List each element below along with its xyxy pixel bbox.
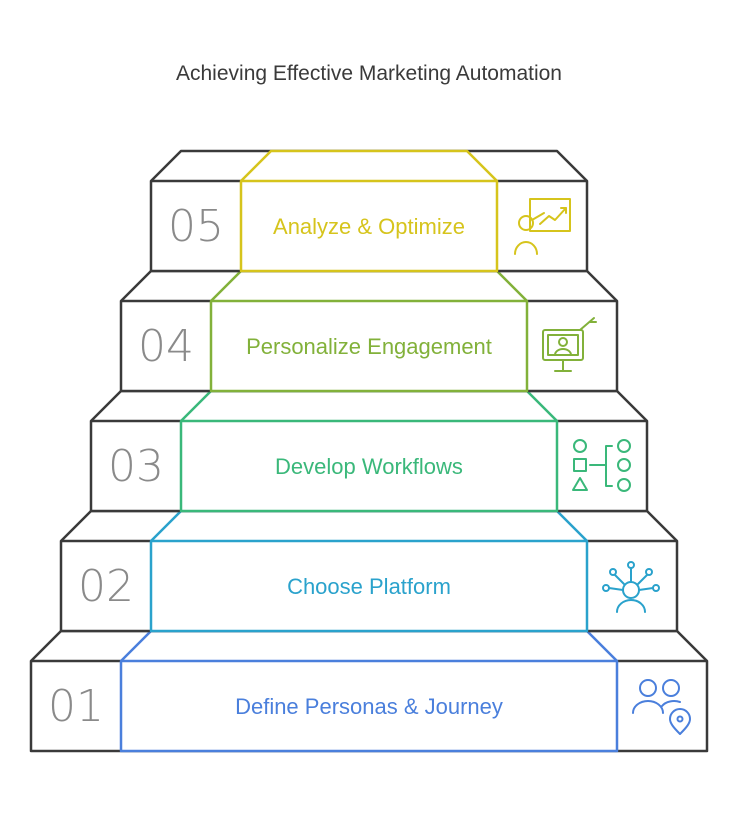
step-panel (209, 269, 529, 393)
step-panel (149, 509, 589, 633)
step-panel (239, 149, 499, 273)
step-panel (119, 629, 619, 753)
step-number: 04 (138, 321, 194, 372)
monitor-user-icon (542, 317, 597, 372)
step-label: Personalize Engagement (246, 334, 492, 359)
workflow-shapes-icon (572, 439, 631, 492)
step-label: Define Personas & Journey (235, 694, 503, 719)
people-location-icon (632, 679, 691, 735)
step-label: Analyze & Optimize (273, 214, 465, 239)
step-number: 03 (108, 441, 164, 492)
step-number: 05 (168, 201, 224, 252)
step-01 (29, 629, 709, 753)
step-03 (89, 389, 649, 513)
step-02 (59, 509, 679, 633)
step-label: Choose Platform (287, 574, 451, 599)
step-number: 01 (48, 681, 104, 732)
presentation-chart-icon (514, 198, 571, 255)
step-number: 02 (78, 561, 134, 612)
step-label: Develop Workflows (275, 454, 463, 479)
step-05 (149, 149, 589, 273)
step-panel (179, 389, 559, 513)
diagram-title: Achieving Effective Marketing Automation (176, 62, 562, 85)
network-person-icon (602, 561, 660, 613)
